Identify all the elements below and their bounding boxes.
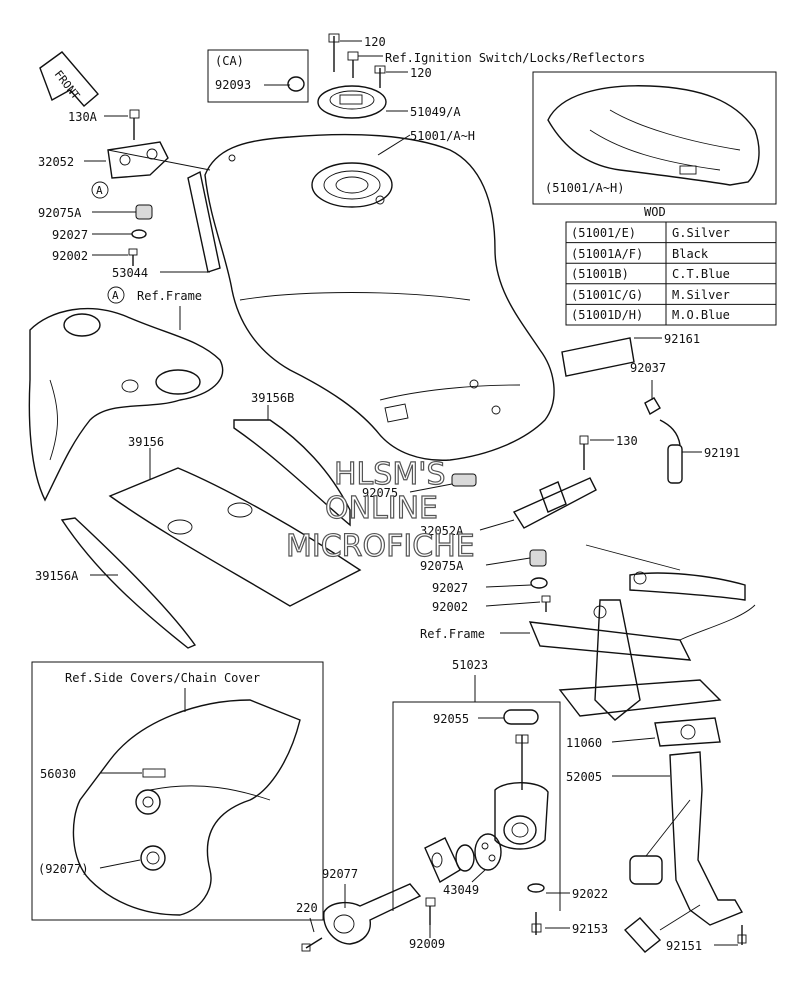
wod-code-3: (51001C/G) xyxy=(571,288,643,302)
wod-title: WOD xyxy=(644,205,666,219)
part-label-92009[interactable]: 92009 xyxy=(409,937,445,951)
part-label-130[interactable]: 130 xyxy=(616,434,638,448)
part-label-39156a[interactable]: 39156A xyxy=(35,569,79,583)
side-cover-inset-box: Ref.Side Covers/Chain Cover 56030 (92077… xyxy=(31,661,324,921)
part-label-92151[interactable]: 92151 xyxy=(666,939,702,953)
right-frame-section: Ref.Frame xyxy=(420,544,756,721)
fuel-cock-box: 51023 92055 43049 92022 92153 92009 xyxy=(392,658,608,951)
part-label-92022[interactable]: 92022 xyxy=(572,887,608,901)
wod-color-2: C.T.Blue xyxy=(672,267,730,281)
wod-color-0: G.Silver xyxy=(672,226,730,240)
tank-pads: 39156B 39156 39156A xyxy=(35,391,362,649)
part-label-92002-left[interactable]: 92002 xyxy=(52,249,88,263)
wod-color-table: WOD (51001/E) G.Silver (51001A/F) Black … xyxy=(565,205,777,326)
watermark: HLSM'S ONLINE MICROFICHE xyxy=(285,456,475,564)
ref-frame-top-label[interactable]: Ref.Frame xyxy=(137,289,202,303)
part-label-120-second[interactable]: 120 xyxy=(410,66,432,80)
callout-a-frame[interactable]: A xyxy=(112,289,119,302)
part-label-92077[interactable]: 92077 xyxy=(322,867,358,881)
part-label-53044[interactable]: 53044 xyxy=(112,266,148,280)
watermark-line-2: ONLINE xyxy=(325,491,438,526)
part-label-92002-right[interactable]: 92002 xyxy=(432,600,468,614)
part-label-220[interactable]: 220 xyxy=(296,901,318,915)
fuel-pump-assembly: 11060 52005 92151 xyxy=(566,717,747,953)
part-label-43049[interactable]: 43049 xyxy=(443,883,479,897)
watermark-line-1: HLSM'S xyxy=(334,457,446,492)
part-label-56030[interactable]: 56030 xyxy=(40,767,76,781)
ca-inset-box: (CA) 92093 xyxy=(207,49,309,103)
part-label-92027-left[interactable]: 92027 xyxy=(52,228,88,242)
front-direction-badge: FRONT xyxy=(39,51,99,107)
part-label-92055[interactable]: 92055 xyxy=(433,712,469,726)
part-label-120-top[interactable]: 120 xyxy=(364,35,386,49)
part-label-92153[interactable]: 92153 xyxy=(572,922,608,936)
wod-code-2: (51001B) xyxy=(571,267,629,281)
part-label-92027-right[interactable]: 92027 xyxy=(432,581,468,595)
part-label-92161[interactable]: 92161 xyxy=(664,332,700,346)
part-label-92075a-right[interactable]: 92075A xyxy=(420,559,464,573)
wod-code-4: (51001D/H) xyxy=(571,308,643,322)
part-label-11060[interactable]: 11060 xyxy=(566,736,602,750)
part-label-130a[interactable]: 130A xyxy=(68,110,98,124)
part-label-51001-a-h[interactable]: 51001/A~H xyxy=(410,129,475,143)
ca-box-title: (CA) xyxy=(215,54,244,68)
part-label-92093[interactable]: 92093 xyxy=(215,78,251,92)
part-label-39156[interactable]: 39156 xyxy=(128,435,164,449)
part-label-92075a-left[interactable]: 92075A xyxy=(38,206,82,220)
part-label-32052[interactable]: 32052 xyxy=(38,155,74,169)
ref-side-covers-label[interactable]: Ref.Side Covers/Chain Cover xyxy=(65,671,260,685)
part-label-92077-paren[interactable]: (92077) xyxy=(38,862,89,876)
wod-code-0: (51001/E) xyxy=(571,226,636,240)
part-label-92191[interactable]: 92191 xyxy=(704,446,740,460)
part-label-39156b[interactable]: 39156B xyxy=(251,391,294,405)
callout-a-top[interactable]: A xyxy=(96,184,103,197)
part-label-92075[interactable]: 92075 xyxy=(362,486,398,500)
fuel-tank xyxy=(204,133,555,461)
part-label-51049-a[interactable]: 51049/A xyxy=(410,105,461,119)
tank-inset-box: (51001/A~H) xyxy=(532,71,777,205)
center-hardware: 92075 32052A 92075A 92027 92002 130 xyxy=(362,434,638,614)
fuel-cock-knob: 92077 220 xyxy=(296,867,422,952)
filler-cap-assembly: 120 Ref.Ignition Switch/Locks/Reflectors… xyxy=(317,33,645,156)
part-label-51023[interactable]: 51023 xyxy=(452,658,488,672)
part-label-92037[interactable]: 92037 xyxy=(630,361,666,375)
left-bracket-hardware: 130A 32052 A 92075A 92027 92002 xyxy=(38,109,211,266)
ref-frame-bottom-label[interactable]: Ref.Frame xyxy=(420,627,485,641)
inset-tank-label: (51001/A~H) xyxy=(545,181,624,195)
watermark-line-3: MICROFICHE xyxy=(286,529,475,564)
part-label-52005[interactable]: 52005 xyxy=(566,770,602,784)
ref-ignition-label[interactable]: Ref.Ignition Switch/Locks/Reflectors xyxy=(385,51,645,65)
right-tube-hardware: 92161 92037 92191 xyxy=(561,332,740,484)
wod-color-4: M.O.Blue xyxy=(672,308,730,322)
wod-color-1: Black xyxy=(672,247,709,261)
wod-color-3: M.Silver xyxy=(672,288,730,302)
part-label-32052a[interactable]: 32052A xyxy=(420,524,464,538)
wod-code-1: (51001A/F) xyxy=(571,247,643,261)
tank-strip-53044: 53044 xyxy=(112,170,221,280)
left-frame-section: A Ref.Frame xyxy=(28,286,224,502)
